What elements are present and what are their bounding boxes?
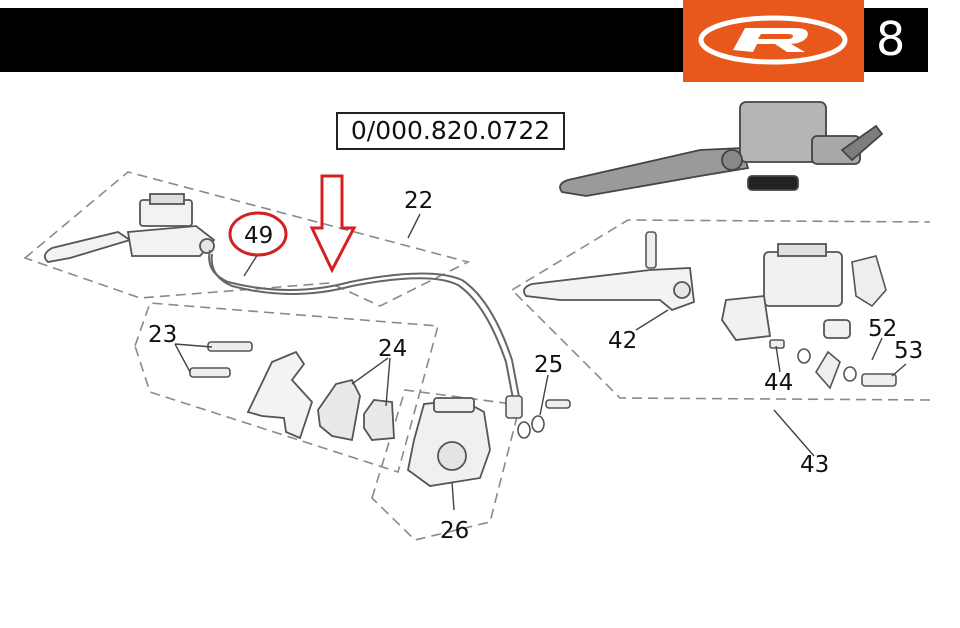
- logo-emblem: [698, 15, 848, 65]
- master-cylinder-right: [721, 243, 851, 341]
- part-label-49: 49: [244, 223, 273, 249]
- part-label-25: 25: [534, 352, 563, 378]
- caliper-bracket-group-outline: [134, 302, 440, 474]
- hose-banjo-fitting: [505, 395, 523, 419]
- group-outlines: [23, 171, 931, 541]
- lever-pivot-bolt: [645, 231, 657, 269]
- leader-lines: [174, 213, 907, 511]
- caliper-group-outline: [371, 389, 521, 541]
- part-label-43: 43: [800, 452, 829, 478]
- brake-pads: [317, 378, 395, 442]
- page-number: 8: [876, 12, 906, 66]
- part-label-44: 44: [764, 370, 793, 396]
- circle-highlight-49: [228, 211, 288, 257]
- brake-lever-left: [43, 231, 133, 263]
- master-cylinder-group-outline: [23, 171, 471, 307]
- small-parts-right: [769, 339, 897, 390]
- part-label-24: 24: [378, 336, 407, 362]
- highlight-marks: [228, 174, 357, 274]
- part-label-52: 52: [868, 316, 897, 342]
- banjo-washers: [517, 399, 571, 439]
- right-assembly-outline: [511, 219, 931, 401]
- master-cylinder-left: [43, 193, 216, 263]
- part-label-26: 26: [440, 518, 469, 544]
- lever-right: [523, 267, 695, 312]
- part-label-42: 42: [608, 328, 637, 354]
- part-label-53: 53: [894, 338, 923, 364]
- lever-photo: [559, 101, 884, 197]
- bracket-bolts: [189, 341, 253, 378]
- reference-code: 0/000.820.0722: [336, 112, 565, 150]
- brake-hose: [208, 249, 521, 405]
- brand-logo: [683, 0, 864, 82]
- part-label-22: 22: [404, 188, 433, 214]
- caliper-bracket: [246, 350, 314, 440]
- part-label-23: 23: [148, 322, 177, 348]
- down-arrow: [309, 174, 357, 274]
- brake-caliper: [407, 397, 491, 487]
- clamp-right: [851, 255, 887, 308]
